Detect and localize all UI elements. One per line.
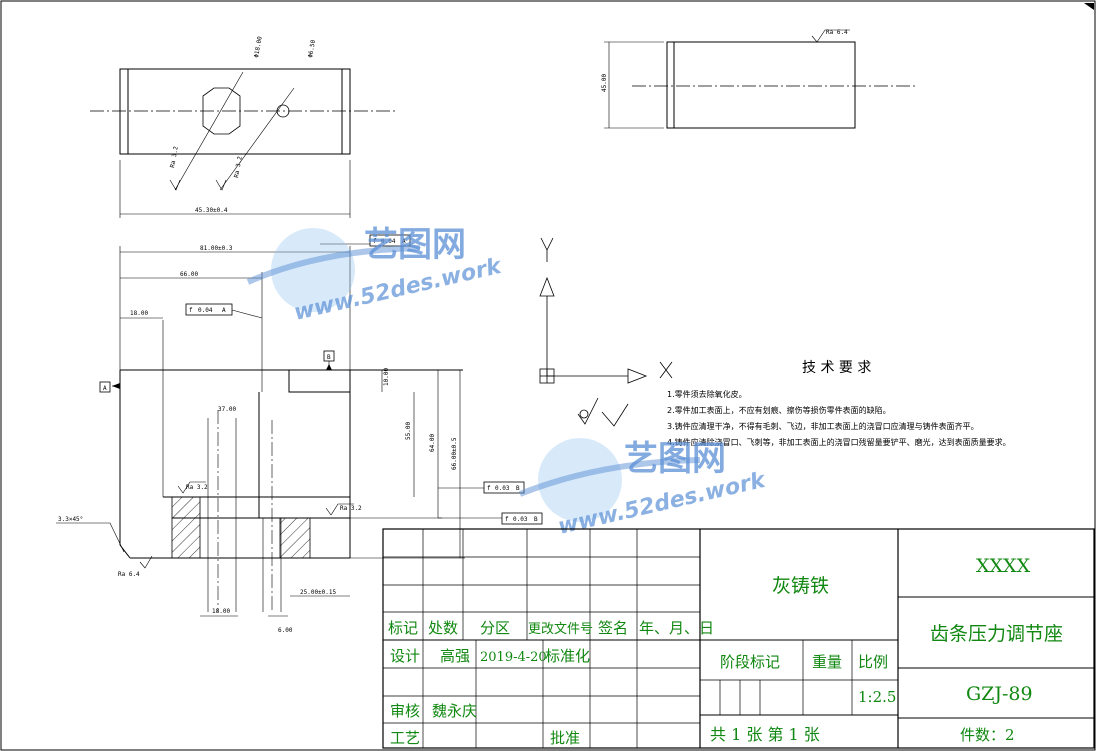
tb-design-date: 2019-4-20 [480,650,547,665]
dim-front-bottom-s: 6.00 [278,627,293,634]
tb-header-4: 更改文件号 [528,622,593,637]
chamfer-label: 3.3×45° [58,516,83,523]
tb-header-6: 年、月、日 [639,619,714,637]
tech-req-3: 3.铸件应清理干净，不得有毛刺、飞边，非加工表面上的浇冒口应清理与铸件表面齐平。 [667,421,979,431]
tb-stage-mark: 阶段标记 [720,653,780,671]
rough-front-a: Ra 3.2 [186,484,208,491]
gtol-4-sym: f [505,516,509,523]
tb-material: 灰铸铁 [772,575,829,597]
tb-header-2: 处数 [428,619,458,637]
dim-front-bore: 37.00 [218,406,236,413]
gtol-4-val: 0.03 [513,516,528,523]
axis-symbol [539,237,673,427]
tech-req-4: 4.铸件应清除浇冒口、飞刺等，非加工表面上的浇冒口残留量要铲平、磨光，达到表面质… [667,437,1011,447]
tb-count: 件数：2 [960,726,1015,744]
dim-front-top: 81.00±0.3 [200,245,233,252]
top-view [90,68,398,218]
gtol-3-sym: f [487,485,491,492]
tb-sheets: 共 1 张 第 1 张 [710,725,820,744]
tb-approve: 批准 [550,729,580,747]
gtol-2-sym: f [189,307,193,314]
watermark-logo-1: 艺图网 [364,225,466,265]
datum-a-label: A [103,385,107,392]
watermark-logo-2: 艺图网 [624,439,726,479]
tb-reviewer: 魏永庆 [432,702,477,720]
rough-front-c: Ra 6.4 [118,571,140,578]
tb-part-name: 齿条压力调节座 [930,623,1063,645]
tech-req-title: 技 术 要 求 [802,360,871,376]
tb-designer: 高强 [440,647,470,665]
tb-company: XXXX [976,555,1031,577]
tb-standardize: 标准化 [545,647,590,665]
tech-req-1: 1.零件须去除氧化皮。 [667,389,747,399]
watermark-1: 艺图网 www.52des.work [246,225,505,326]
dim-front-bottom-r: 25.00±0.15 [300,589,337,596]
dim-front-h1: 55.00 [405,422,412,440]
gtol-3-ref: B [516,485,520,492]
datum-b-arrow [326,364,332,370]
gtol-2-val: 0.04 [198,307,213,314]
dim-hole-2: Φ6.50 [307,39,317,58]
tb-scale-label: 比例 [858,653,888,671]
tb-scale: 1:2.5 [858,688,896,706]
tb-drawing-no: GZJ-89 [966,683,1033,705]
rough-side: Ra 6.4 [826,29,848,36]
dim-top-width: 45.30±0.4 [195,207,228,214]
datum-frames [99,234,543,525]
title-block-grid [382,528,1095,749]
gtol-4-ref: B [534,516,538,523]
dim-front-left: 18.00 [130,310,148,317]
tb-header-1: 标记 [388,619,418,637]
dim-front-h2: 64.00 [429,434,436,452]
tb-review-label: 审核 [390,702,420,720]
front-view [56,243,502,617]
gtol-2-ref: A [222,307,226,314]
rough-front-b: Ra 3.2 [340,505,362,512]
tb-process-label: 工艺 [390,729,420,747]
gtol-1-val: 0.04 [381,238,396,245]
tb-header-5: 签名 [598,619,628,637]
watermark-2: 艺图网 www.52des.work [518,438,769,540]
rough-top-2: Ra 3.2 [233,155,244,178]
tb-design-label: 设计 [390,647,420,665]
datum-b-label: B [327,354,331,361]
dim-front-2: 66.00 [180,271,198,278]
dim-front-step: 10.00 [383,368,390,386]
gtol-3-val: 0.03 [495,485,510,492]
tb-header-3: 分区 [480,619,510,637]
tb-weight: 重量 [812,653,842,671]
gtol-1-sym: f [373,238,377,245]
tech-req-2: 2.零件加工表面上，不应有划痕、擦伤等损伤零件表面的缺陷。 [667,405,891,415]
dim-front-bottom-l: 18.00 [212,608,230,615]
rough-top-1: Ra 3.2 [169,145,180,168]
side-view [604,29,915,129]
datum-a-arrow [112,383,120,389]
corner-mark [1084,3,1094,10]
dim-side-height: 45.00 [601,74,608,92]
dim-hole-1: Φ18.00 [253,35,264,58]
gtol-1-ref: A [402,238,406,245]
dim-front-h3: 66.00±0.5 [451,437,458,470]
